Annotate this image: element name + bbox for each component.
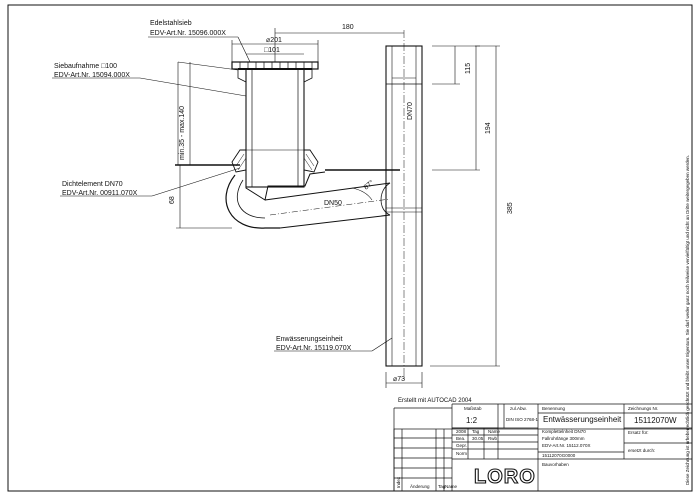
annotation-siebaufnahme-edv: EDV-Art.Nr. 15094.000X [54,72,130,79]
benennung-value: Entwässerungseinheit [543,415,622,424]
bauvorhaben: Bauvorhaben [542,462,569,467]
row-head-tag: Tag [472,429,480,434]
dim-angle: 87° [362,178,375,191]
ersatz-fuer: Ersatz für: [628,430,649,435]
row-head-name: Name [488,429,501,434]
svg-text:LORO: LORO [474,466,536,488]
annotation-sieb-title: Edelstahlsieb [150,20,192,27]
dim-201: ⌀201 [266,37,282,44]
leader-lines [52,36,393,352]
annotation-sieb-edv: EDV-Art.Nr. 15096.000X [150,30,226,37]
zeichnung-value: 15112070W [634,416,677,425]
dim-194: 194 [485,122,492,134]
benennung-label: Benennung [542,406,566,411]
dim-dn70: DN70 [407,102,414,120]
bea-label: Bea. [456,436,465,441]
desc-code: 15112070G0000 [542,453,576,458]
annotation-dicht-edv: EDV-Art.Nr. 00911.070X [62,190,138,197]
dim-dn50: DN50 [324,200,342,207]
tag-label: Tag [438,484,446,489]
copyright-side-text: Diese Zeichnung ist urheberrechtlich ges… [685,155,690,485]
aenderung-label: Änderung [410,483,430,489]
dim-101: □101 [264,47,280,54]
norm-label: Norm [456,451,467,456]
loro-logo: LORO [472,462,536,489]
drain-assembly [175,30,423,380]
ersetzt-durch: ersetzt durch: [628,448,655,453]
desc-line-2: Fallrohrlänge 300mm [542,436,585,441]
dim-range: min.35 - max.140 [179,106,186,160]
sheet-border [7,4,693,492]
dim-68: 68 [169,196,176,204]
zeichnung-label: Zeichnungs Nr. [628,406,658,411]
dimension-lines [176,28,500,388]
dim-180: 180 [342,24,354,31]
desc-line-1: Komplettelnheit DN70 [542,429,586,434]
annotation-entw-edv: EDV-Art.Nr. 15119.070X [276,345,352,352]
gepr-label: Gepr. [456,443,467,448]
title-block [393,403,693,492]
bea-date: 30.05. [472,436,485,441]
dim-385: 385 [507,202,514,214]
annotation-dicht-title: Dichtelement DN70 [62,181,123,188]
index-label: Index [396,476,401,488]
annotation-entw-title: Enwässerungseinheit [276,336,343,343]
dim-73: ⌀73 [393,376,405,383]
zul-abw-value: DIN ISO 2768-1 [506,417,539,422]
massstab-value: 1:2 [466,416,478,425]
row-head-date: 2008 [456,429,467,434]
desc-line-3: EDV-Art.Nr. 15112.070X [542,443,590,448]
created-with: Erstellt mit AUTOCAD 2004 [398,398,472,404]
dim-115: 115 [465,63,472,74]
massstab-label: Maßstab [464,406,482,411]
name-label: Name [445,484,458,489]
annotation-siebaufnahme-title: Siebaufnahme □100 [54,63,117,70]
zul-abw-label: zul.Abw. [510,406,527,411]
bea-name: Rwb [488,436,497,441]
